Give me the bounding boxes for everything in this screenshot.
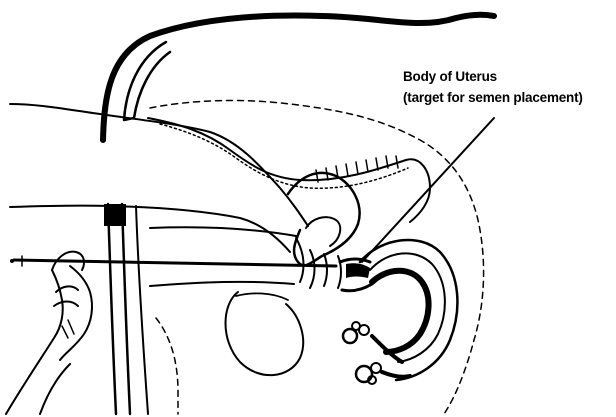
rectal-folds [316, 156, 398, 182]
peritoneal-outline [150, 101, 484, 414]
bladder-outline [226, 292, 304, 375]
cervix-rings [296, 238, 341, 288]
body-of-uterus-label: Body of Uterus (target for semen placeme… [403, 66, 615, 108]
vulva-shadow [104, 204, 126, 226]
ovary-icon [343, 322, 410, 384]
hand-knuckle [306, 217, 340, 246]
hand-icon [6, 252, 92, 414]
vaginal-wall-right [122, 204, 130, 414]
bladder-inner [236, 293, 288, 300]
uterine-body-shading [346, 263, 370, 278]
vaginal-wall-left [108, 204, 116, 414]
uterine-horn-inner [372, 271, 429, 352]
vaginal-wall-inner [136, 206, 148, 414]
inner-dashed-outline [156, 318, 178, 414]
label-line-1: Body of Uterus [403, 66, 615, 87]
palpating-hand [288, 173, 360, 265]
label-line-2: (target for semen placement) [403, 87, 615, 108]
label-pointer-line [362, 118, 494, 262]
tail-outline [124, 42, 170, 120]
